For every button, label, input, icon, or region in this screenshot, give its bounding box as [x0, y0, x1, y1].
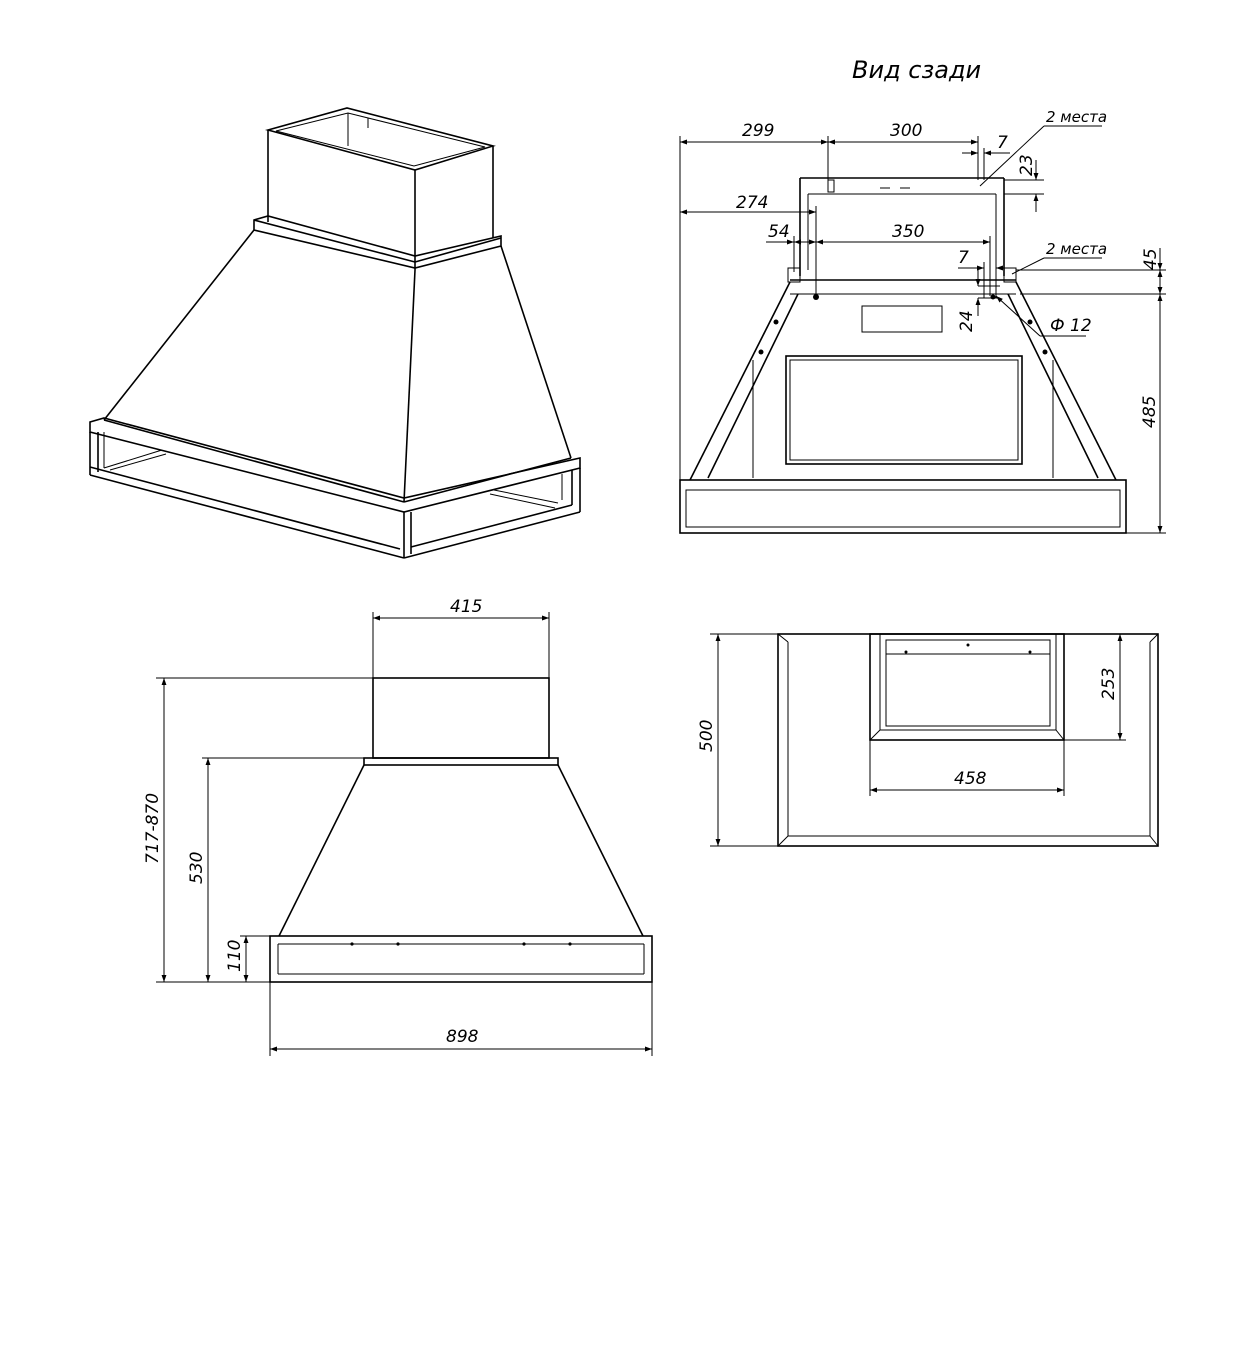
dim-7-top: 7 — [997, 133, 1008, 153]
dim-458: 458 — [954, 769, 987, 789]
dim-485: 485 — [1140, 396, 1160, 428]
dim-274: 274 — [736, 193, 768, 213]
dim-253: 253 — [1099, 668, 1119, 700]
dim-299: 299 — [742, 121, 774, 141]
isometric-view — [89, 107, 581, 559]
dim-45: 45 — [1141, 248, 1161, 270]
dim-23: 23 — [1017, 154, 1037, 176]
dim-717-870: 717-870 — [143, 793, 163, 864]
dim-530: 530 — [187, 852, 207, 884]
dim-415: 415 — [450, 597, 482, 617]
dim-898: 898 — [446, 1027, 479, 1047]
note-2-places-top: 2 места — [1046, 108, 1107, 126]
dim-7-mid: 7 — [958, 248, 969, 268]
dim-350: 350 — [892, 222, 924, 242]
note-2-places-mid: 2 места — [1046, 240, 1107, 258]
dim-24: 24 — [957, 310, 977, 332]
dim-phi-12: Ф 12 — [1050, 316, 1092, 336]
dim-110: 110 — [225, 940, 245, 972]
top-view: 500 253 458 — [697, 633, 1159, 847]
rear-view-title: Вид сзади — [852, 56, 981, 84]
dim-300: 300 — [890, 121, 922, 141]
dim-500: 500 — [697, 720, 717, 752]
rear-view: Вид сзади — [679, 56, 1166, 534]
dim-54: 54 — [768, 222, 790, 242]
front-view: 415 717-870 530 110 898 — [143, 597, 653, 1056]
